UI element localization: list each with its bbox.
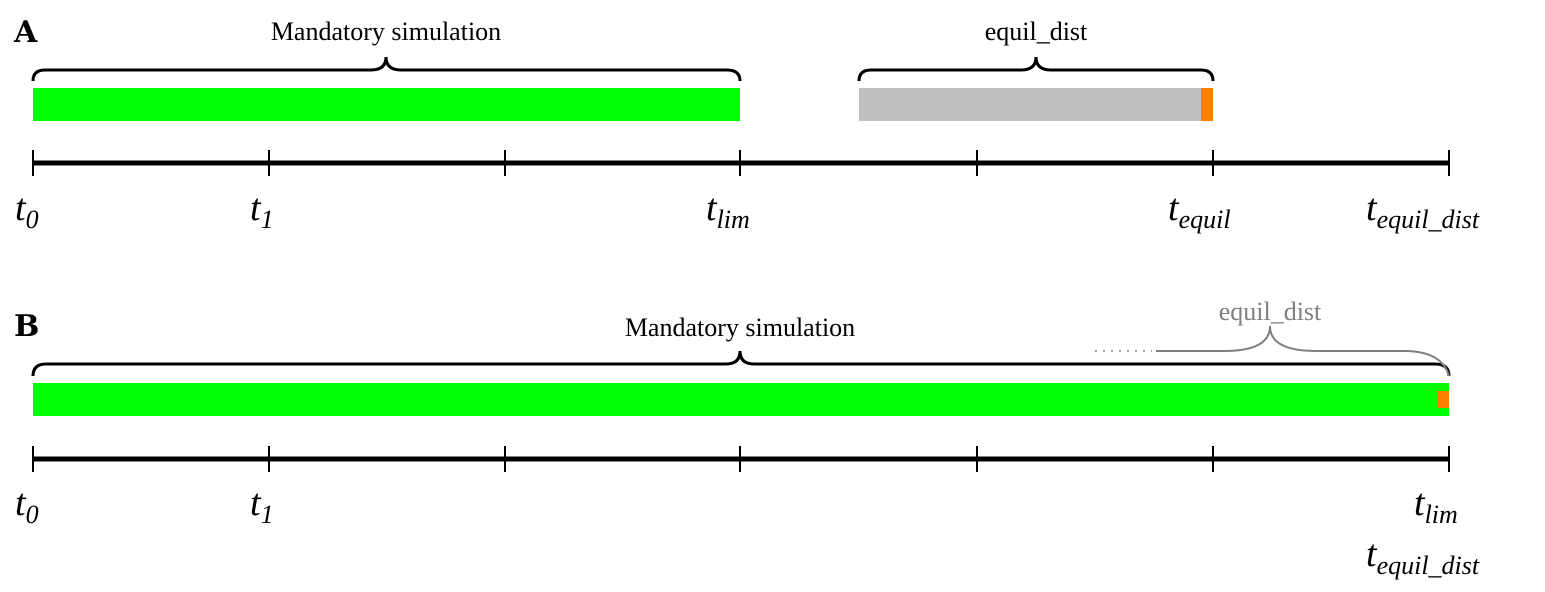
panel-b-equil-brace <box>1156 325 1450 377</box>
panel-a-tick-label-t1: t1 <box>250 187 274 234</box>
panel-b-tick-label-tlim: tlim <box>1414 482 1458 529</box>
panel-b-equil-marker <box>1437 391 1449 408</box>
panel-b-equil-label: equil_dist <box>1219 297 1322 326</box>
panel-a-equil-bar <box>859 88 1201 121</box>
panel-b-mandatory-brace <box>31 350 1451 377</box>
panel-b-label: B <box>14 309 39 344</box>
panel-a-equil-marker <box>1201 88 1213 121</box>
panel-a-tick-label-t0: t0 <box>15 187 39 234</box>
panel-a-label: A <box>13 15 38 50</box>
panel-b-ticks <box>32 446 1450 472</box>
panel-a-equil-label: equil_dist <box>985 17 1088 46</box>
panel-a-mandatory-brace <box>31 56 742 82</box>
panel-b-mandatory-bar <box>33 383 1449 416</box>
panel-b-tick-label-t0: t0 <box>15 482 39 529</box>
panel-b-tick-label-t1: t1 <box>250 482 274 529</box>
panel-a-tick-label-tequil: tequil <box>1168 187 1231 234</box>
panel-a-mandatory-bar <box>33 88 740 121</box>
panel-a-mandatory-label: Mandatory simulation <box>271 17 501 46</box>
panel-a-tick-label-tequil-dist: tequil_dist <box>1366 187 1480 234</box>
panel-b-mandatory-label: Mandatory simulation <box>625 313 855 342</box>
panel-b-tick-label-tequil-dist: tequil_dist <box>1366 533 1480 580</box>
panel-a-ticks <box>32 150 1450 176</box>
panel-a-tick-label-tlim: tlim <box>706 187 750 234</box>
panel-a-equil-brace <box>857 56 1215 82</box>
